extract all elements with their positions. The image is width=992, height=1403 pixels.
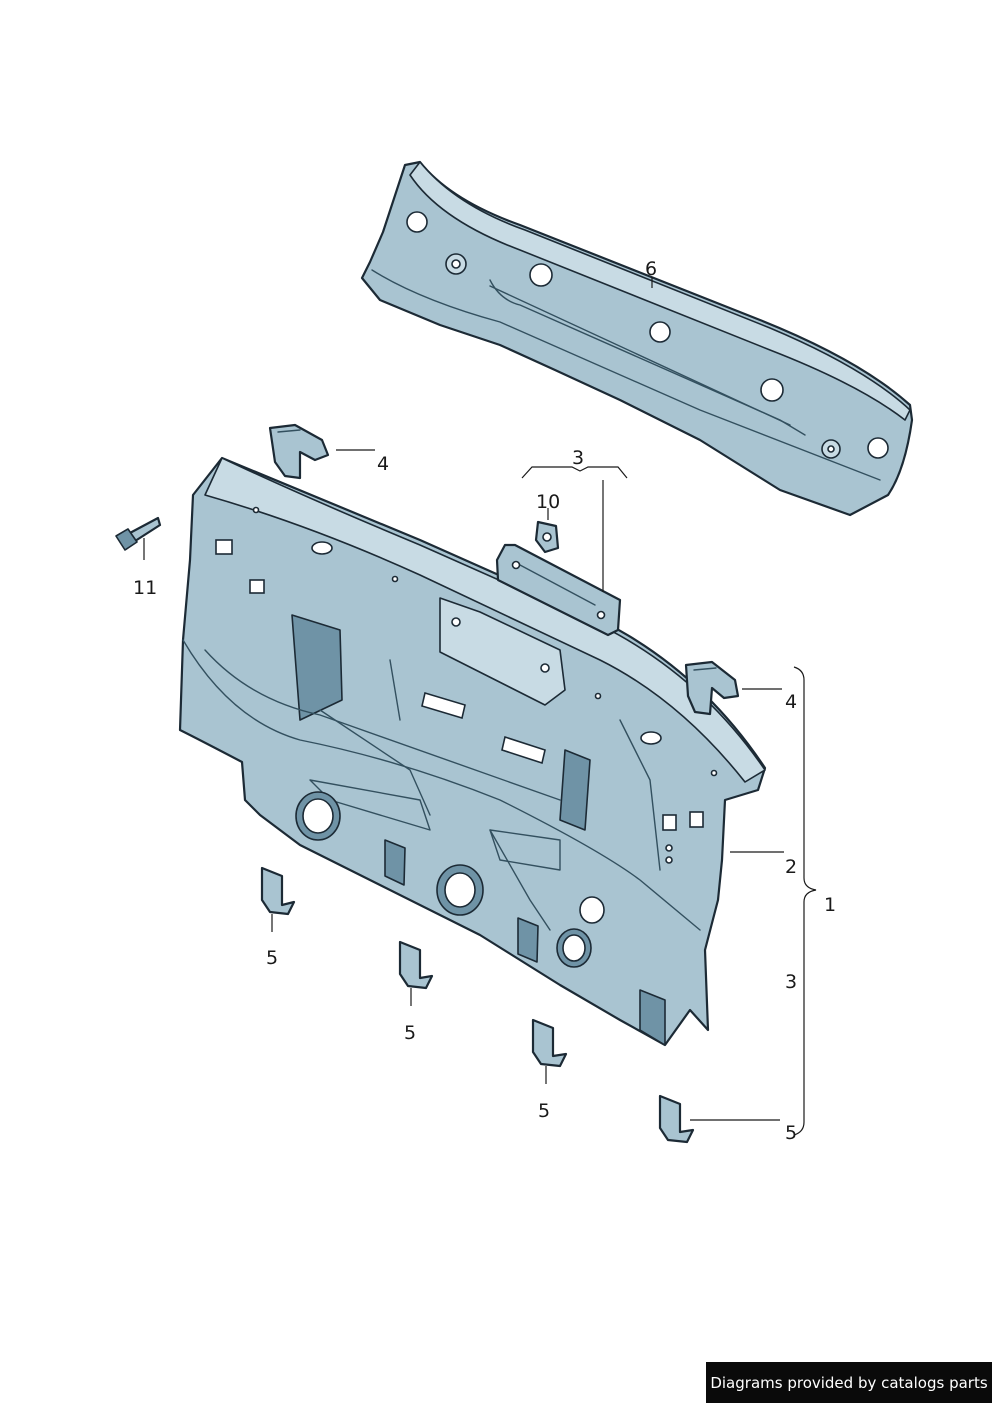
callout-3-lower: 3 [785,971,797,993]
callout-11: 11 [133,577,157,599]
callout-5-b: 5 [404,1022,416,1044]
callout-10: 10 [536,491,560,513]
clip-part-4-lower [684,660,740,716]
bracket-part-3 [495,543,622,637]
bracket-part-5-d [658,1094,695,1144]
bracket-part-5-c [531,1018,568,1068]
callout-5-a: 5 [266,947,278,969]
callout-1: 1 [824,894,836,916]
callout-5-c: 5 [538,1100,550,1122]
rear-panel-part-2 [178,456,767,1047]
callout-3-upper: 3 [572,447,584,469]
callout-5-d: 5 [785,1122,797,1144]
callout-4-lower: 4 [785,691,797,713]
callout-6: 6 [645,258,657,280]
nut-part-10 [534,520,560,554]
screw-part-11 [115,516,162,551]
upper-rail-part-6 [360,160,914,517]
callout-4-upper: 4 [377,453,389,475]
credit-banner: Diagrams provided by catalogs parts [706,1362,992,1403]
clip-part-4-upper [268,423,330,480]
bracket-part-5-b [398,940,434,990]
bracket-part-5-a [260,866,296,916]
leader-lines [143,277,817,1136]
callout-2: 2 [785,856,797,878]
